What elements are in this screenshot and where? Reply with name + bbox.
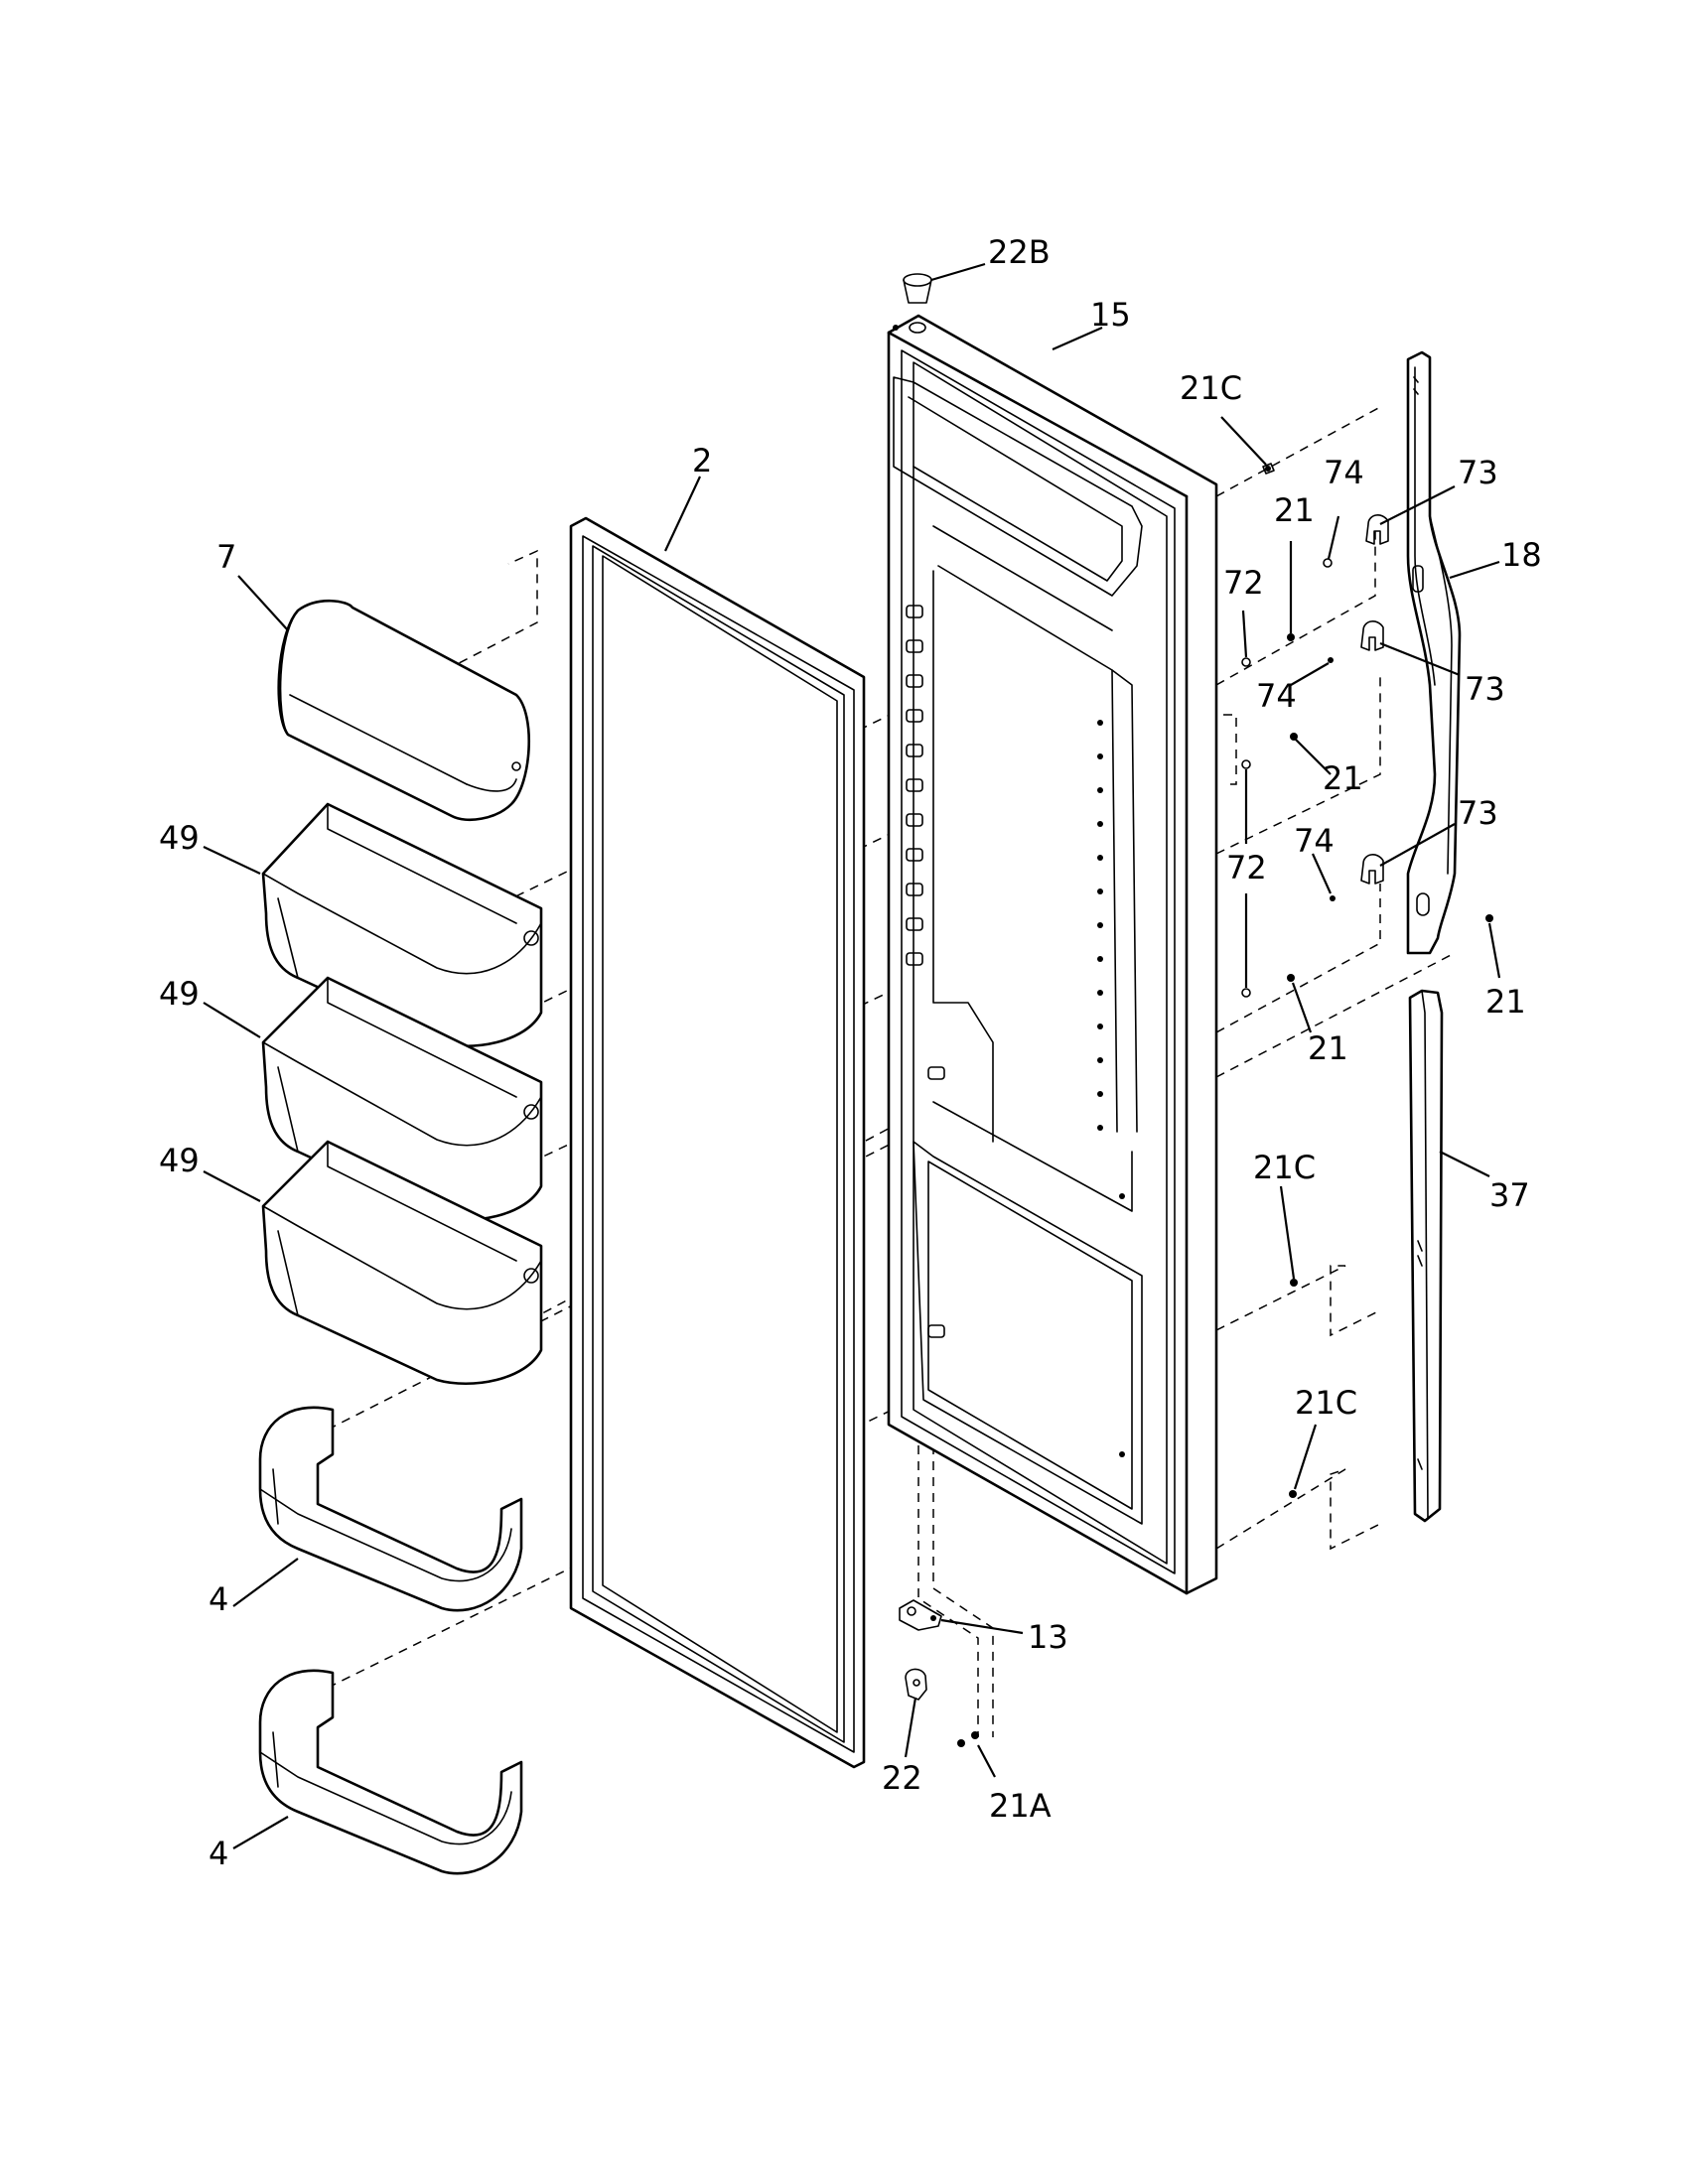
leader-lines	[203, 262, 1501, 1849]
callout-21C-mid: 21C	[1253, 1149, 1316, 1186]
callout-21C-low: 21C	[1295, 1384, 1357, 1422]
screw-72-a	[1241, 657, 1251, 667]
callout-21-b: 21	[1323, 759, 1363, 797]
callout-73-a: 73	[1458, 454, 1498, 491]
callout-13: 13	[1028, 1618, 1068, 1656]
part-37-handle-trim	[1408, 989, 1444, 1523]
part-15-door-assembly	[887, 314, 1218, 1595]
screw-21-d	[1485, 914, 1493, 922]
part-73-handle-clip-3	[1360, 854, 1384, 885]
callout-21-d: 21	[1485, 983, 1526, 1021]
callout-49-c: 49	[159, 1142, 200, 1179]
part-18-door-handle	[1406, 350, 1462, 955]
callout-7: 7	[216, 538, 236, 576]
part-22-hinge-pin	[905, 1668, 927, 1701]
screw-21-c	[1287, 974, 1295, 982]
screw-21-a	[1287, 633, 1295, 641]
part-13-hinge-bracket	[899, 1599, 942, 1631]
part-73-handle-clip-1	[1365, 514, 1389, 545]
part-7-dairy-bin-cover	[277, 599, 531, 822]
callout-15: 15	[1090, 296, 1131, 334]
screw-21C-mid	[1290, 1279, 1298, 1287]
callout-22: 22	[882, 1759, 922, 1797]
part-2-door-gasket	[569, 516, 866, 1769]
screw-21-b	[1290, 733, 1298, 741]
screw-74-b	[1328, 657, 1334, 663]
callout-74-c: 74	[1294, 822, 1335, 860]
callout-73-b: 73	[1465, 670, 1505, 708]
callout-74-a: 74	[1324, 454, 1364, 491]
callout-2: 2	[692, 442, 712, 479]
callout-72-a: 72	[1223, 564, 1264, 602]
part-4-door-shelf-1	[258, 1406, 523, 1612]
callout-74-b: 74	[1256, 677, 1297, 715]
screw-21C-low	[1289, 1490, 1297, 1498]
callout-18: 18	[1501, 536, 1542, 574]
screw-72-b	[1241, 759, 1251, 998]
callout-4-b: 4	[209, 1835, 228, 1872]
callout-21A: 21A	[989, 1787, 1052, 1825]
callout-21-a: 21	[1274, 491, 1315, 529]
screws	[1241, 463, 1493, 1498]
screw-21C-top	[1262, 463, 1275, 475]
callout-labels: 22B 15 21C 2 74 73 21 18 7 72 74 73 21 4…	[159, 233, 1542, 1872]
part-73-handle-clip-2	[1360, 620, 1384, 651]
shelf-support-buttons	[906, 605, 945, 1338]
screw-74-a	[1323, 558, 1333, 568]
part-21A-hinge-screws	[957, 1731, 979, 1747]
callout-72-b: 72	[1226, 849, 1267, 887]
callout-21-c: 21	[1308, 1029, 1348, 1067]
part-4-door-shelf-2	[258, 1669, 523, 1875]
callout-22B: 22B	[988, 233, 1051, 271]
callout-4-a: 4	[209, 1580, 228, 1618]
callout-37: 37	[1489, 1176, 1530, 1214]
screw-74-c	[1330, 895, 1336, 901]
callout-73-c: 73	[1458, 794, 1498, 832]
part-49-door-bin-3	[261, 1140, 543, 1386]
callout-49-a: 49	[159, 819, 200, 857]
callout-21C-top: 21C	[1180, 369, 1242, 407]
right-rail-studs	[1097, 720, 1125, 1457]
callout-49-b: 49	[159, 975, 200, 1013]
